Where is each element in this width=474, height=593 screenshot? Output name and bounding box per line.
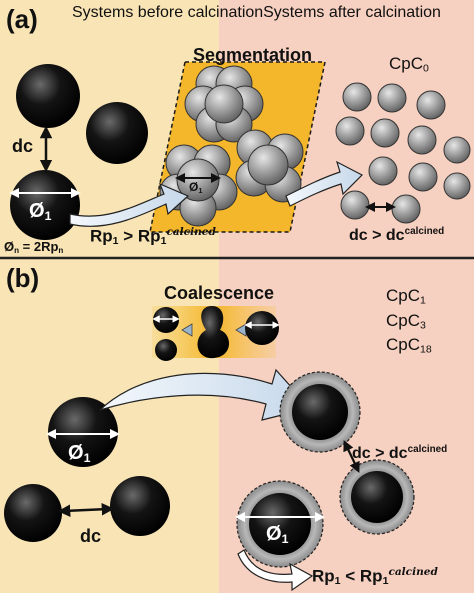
segmented-cluster-left (159, 144, 238, 227)
coalescence-label: Coalescence (164, 283, 275, 303)
coalescence-small-1 (153, 307, 179, 333)
sample-label-cpc18: CpC18 (386, 335, 432, 356)
sample-label-cpc3: CpC3 (386, 310, 426, 332)
phi-label-after-b: Ø1 (266, 523, 289, 547)
sample-label-cpc0: CpC0 (389, 54, 429, 75)
dc-label-a: dc (12, 136, 34, 156)
rp-relation-b: Rp1 < Rp1calcined (312, 566, 438, 587)
segmentation-label: Segmentation (193, 45, 313, 65)
particle-b-left (4, 484, 62, 542)
coalescence-merging (197, 306, 230, 359)
coalescence-result (245, 311, 279, 345)
dc-arrow-after-b (343, 440, 360, 473)
dc-arrow-b (57, 503, 115, 517)
particle-b-right (110, 476, 170, 536)
particle-a-mid (86, 102, 148, 164)
shelled-particle-right (339, 459, 415, 535)
sample-label-cpc1: CpC1 (386, 286, 426, 307)
rp-relation-a: Rp1 > Rp1calcined (90, 226, 216, 247)
particle-a-main (10, 170, 80, 240)
segmented-cluster-top (184, 65, 264, 143)
arrow-to-after-a (285, 160, 364, 207)
dc-relation-b: dc > dccalcined (352, 444, 448, 462)
arrow-to-segmentation (69, 182, 190, 227)
particle-a-top (16, 64, 80, 128)
coalescence-arrow-left (181, 323, 193, 337)
segmented-cluster-right (235, 129, 304, 203)
header-before: Systems before calcination (72, 4, 264, 21)
dc-label-b: dc (80, 526, 102, 546)
phi-label-a: Ø1 (29, 200, 52, 224)
coalescence-small-2 (155, 339, 177, 361)
dc-relation-a: dc > dccalcined (349, 226, 445, 244)
shelled-particle-bottom (236, 480, 324, 568)
arrow-to-rp-relation (237, 549, 314, 592)
phi-label-b: Ø1 (68, 442, 91, 466)
sample-list-b: CpC1 CpC3 CpC18 (386, 286, 432, 360)
header-after: Systems after calcination (263, 4, 441, 21)
shelled-particle-top (279, 371, 361, 453)
calcined-particles (335, 82, 471, 224)
diameter-formula: Øn = 2Rpn (4, 239, 64, 255)
panel-a-label: (a) (6, 4, 38, 34)
panel-b-label: (b) (6, 263, 40, 293)
phi-label-cluster: Ø1 (189, 180, 203, 195)
